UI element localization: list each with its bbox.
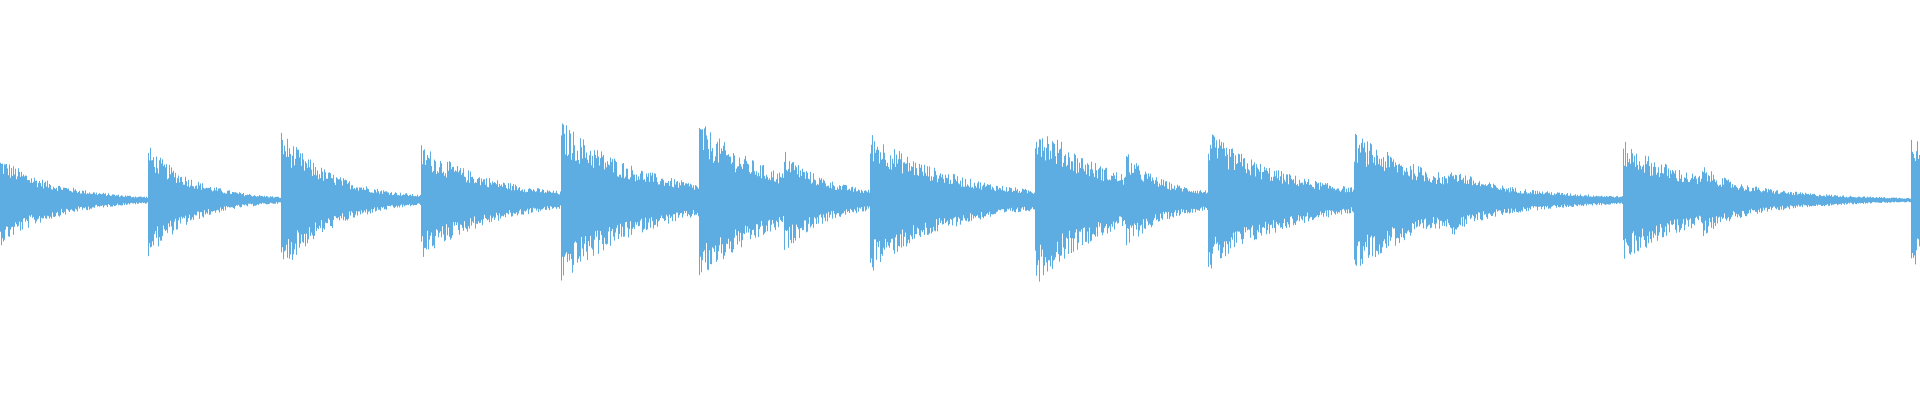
waveform-signal	[0, 123, 1920, 282]
waveform-trace	[0, 123, 1920, 282]
